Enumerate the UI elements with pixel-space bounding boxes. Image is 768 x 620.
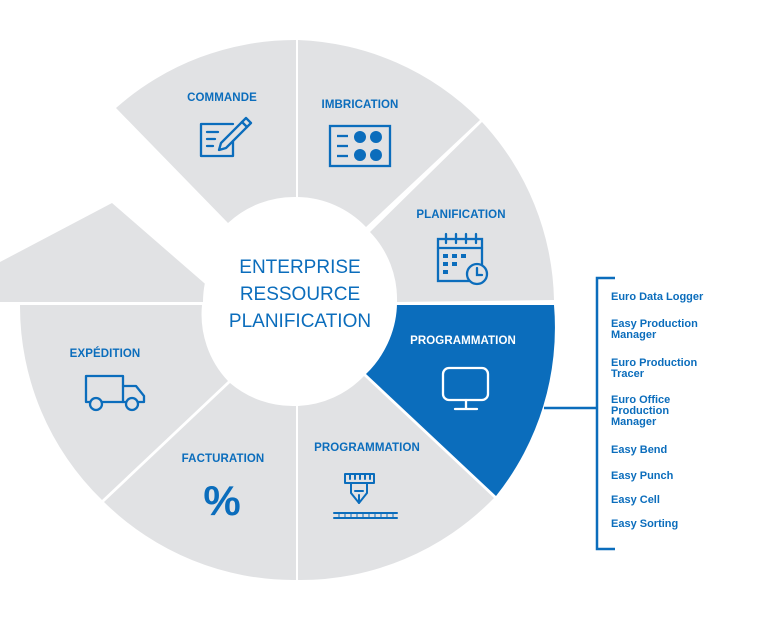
segment-programmation-lower[interactable] [298,376,494,581]
center-line-1: ENTERPRISE [239,257,360,278]
press-tool-icon [333,473,398,519]
software-item[interactable]: Euro Data Logger [611,291,704,303]
center-circle [203,205,397,399]
center-line-2: RESSOURCE [240,284,360,305]
software-item[interactable]: Easy Cell [611,494,660,506]
software-item-line: Easy Bend [611,444,667,456]
nesting-grid-icon [328,124,392,168]
label-planification: PLANIFICATION [416,209,505,221]
software-item-line: Easy Cell [611,494,660,506]
software-item[interactable]: Easy Sorting [611,518,678,530]
software-item-line: Production [611,405,669,417]
delivery-truck-icon [84,374,146,412]
software-item-line: Easy Punch [611,470,674,482]
label-commande: COMMANDE [187,92,257,104]
software-item-line: Easy Sorting [611,518,678,530]
percent-symbol: % [203,477,240,524]
clipboard-pencil-icon [199,116,253,158]
label-imbrication: IMBRICATION [322,99,399,111]
segment-unlabeled [0,203,226,302]
software-item-line: Euro Office [611,394,670,406]
software-item-line: Manager [611,329,657,341]
software-item-line: Euro Data Logger [611,291,704,303]
software-item-line: Tracer [611,368,645,380]
label-expedition: EXPÉDITION [70,347,141,360]
software-item-line: Easy Production [611,318,698,330]
software-item[interactable]: Easy Punch [611,470,674,482]
calendar-clock-icon [436,232,489,286]
software-item-line: Euro Production [611,357,697,369]
software-list-bracket [544,276,615,551]
center-line-3: PLANIFICATION [229,311,371,332]
software-item-line: Manager [611,416,657,428]
label-facturation: FACTURATION [182,453,265,465]
software-item[interactable]: Easy Bend [611,444,667,456]
monitor-icon [441,366,490,411]
label-programmation-lower: PROGRAMMATION [314,442,420,454]
segment-facturation[interactable] [104,383,296,581]
segment-planification[interactable] [370,122,554,302]
label-programmation-main: PROGRAMMATION [410,335,516,347]
